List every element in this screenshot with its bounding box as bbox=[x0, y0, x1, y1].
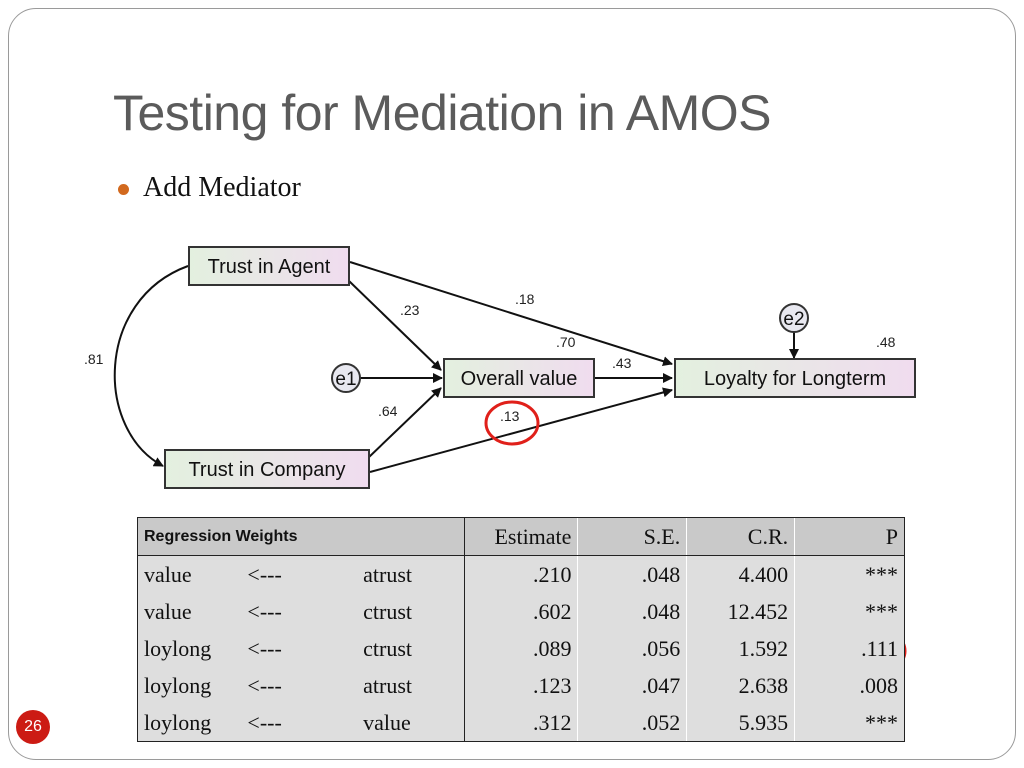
bullet-text: Add Mediator bbox=[143, 172, 301, 203]
cell-cr: 12.452 bbox=[686, 593, 795, 630]
header-p: P bbox=[794, 517, 905, 556]
cell-estimate: .602 bbox=[464, 593, 578, 630]
cell-iv: value bbox=[357, 704, 465, 742]
highlight-circle-diagram bbox=[484, 400, 540, 446]
cell-cr: 4.400 bbox=[686, 555, 795, 593]
table-row: value <--- atrust .210 .048 4.400 *** bbox=[137, 555, 905, 593]
table-header-row: Regression Weights Estimate S.E. C.R. P bbox=[137, 517, 905, 556]
node-trust-in-agent: Trust in Agent bbox=[188, 246, 350, 286]
cell-p: *** bbox=[794, 555, 905, 593]
node-label-overall-value: Overall value bbox=[461, 368, 578, 390]
coef-value-r2: .70 bbox=[556, 334, 576, 350]
node-label-trust-in-company: Trust in Company bbox=[188, 459, 345, 481]
cell-iv: ctrust bbox=[357, 630, 465, 667]
cell-p: *** bbox=[794, 704, 905, 742]
bullet-dot-icon bbox=[118, 183, 129, 195]
slide-title: Testing for Mediation in AMOS bbox=[113, 85, 772, 141]
table-row: loylong <--- ctrust .089 .056 1.592 .111 bbox=[137, 630, 905, 667]
node-overall-value: Overall value bbox=[443, 358, 595, 398]
cell-dv: loylong bbox=[137, 667, 242, 704]
cell-iv: atrust bbox=[357, 555, 465, 593]
cell-arrow: <--- bbox=[241, 555, 358, 593]
cell-dv: loylong bbox=[137, 630, 242, 667]
header-regression-weights: Regression Weights bbox=[137, 517, 465, 556]
header-estimate: Estimate bbox=[464, 517, 578, 556]
cell-arrow: <--- bbox=[241, 593, 358, 630]
error-e2: e2 bbox=[779, 303, 809, 333]
cell-cr: 5.935 bbox=[686, 704, 795, 742]
node-trust-in-company: Trust in Company bbox=[164, 449, 370, 489]
coef-company-to-value: .64 bbox=[378, 403, 398, 419]
arrow-company-to-loyalty bbox=[369, 387, 673, 473]
cell-p: .008 bbox=[794, 667, 905, 704]
node-label-loyalty: Loyalty for Longterm bbox=[704, 368, 886, 390]
cell-se: .052 bbox=[577, 704, 687, 742]
coef-value-to-loyalty: .43 bbox=[612, 355, 632, 371]
cell-se: .047 bbox=[577, 667, 687, 704]
coef-company-to-loyalty: .13 bbox=[500, 408, 520, 424]
error-label-e2: e2 bbox=[783, 309, 804, 330]
table-row: loylong <--- value .312 .052 5.935 *** bbox=[137, 704, 905, 742]
cell-p: *** bbox=[794, 593, 905, 630]
cell-arrow: <--- bbox=[241, 630, 358, 667]
cell-cr: 1.592 bbox=[686, 630, 795, 667]
cell-dv: loylong bbox=[137, 704, 242, 742]
error-label-e1: e1 bbox=[335, 369, 356, 390]
cell-iv: ctrust bbox=[357, 593, 465, 630]
arrow-agent-to-value bbox=[347, 279, 442, 371]
cell-se: .056 bbox=[577, 630, 687, 667]
cell-iv: atrust bbox=[357, 667, 465, 704]
cell-dv: value bbox=[137, 555, 242, 593]
coef-agent-to-value: .23 bbox=[400, 302, 420, 318]
cell-estimate: .089 bbox=[464, 630, 578, 667]
cell-se: .048 bbox=[577, 555, 687, 593]
cell-arrow: <--- bbox=[241, 667, 358, 704]
cell-p: .111 bbox=[794, 630, 905, 667]
correlation-arrow bbox=[113, 258, 199, 467]
node-label-trust-in-agent: Trust in Agent bbox=[208, 256, 331, 278]
cell-se: .048 bbox=[577, 593, 687, 630]
coef-correlation: .81 bbox=[84, 351, 104, 367]
header-se: S.E. bbox=[577, 517, 687, 556]
node-loyalty: Loyalty for Longterm bbox=[674, 358, 916, 398]
cell-cr: 2.638 bbox=[686, 667, 795, 704]
coef-loyalty-r2: .48 bbox=[876, 334, 896, 350]
page-number-badge: 26 bbox=[16, 710, 50, 744]
cell-estimate: .312 bbox=[464, 704, 578, 742]
header-cr: C.R. bbox=[686, 517, 795, 556]
arrow-agent-to-loyalty bbox=[349, 261, 673, 367]
cell-estimate: .123 bbox=[464, 667, 578, 704]
error-e1: e1 bbox=[331, 363, 361, 393]
bullet-item: Add Mediator bbox=[118, 172, 301, 204]
regression-weights-table: Regression Weights Estimate S.E. C.R. P … bbox=[137, 517, 905, 742]
cell-arrow: <--- bbox=[241, 704, 358, 742]
cell-dv: value bbox=[137, 593, 242, 630]
arrow-company-to-value bbox=[367, 387, 442, 459]
cell-estimate: .210 bbox=[464, 555, 578, 593]
coef-agent-to-loyalty: .18 bbox=[515, 291, 535, 307]
table-row: loylong <--- atrust .123 .047 2.638 .008 bbox=[137, 667, 905, 704]
table-row: value <--- ctrust .602 .048 12.452 *** bbox=[137, 593, 905, 630]
